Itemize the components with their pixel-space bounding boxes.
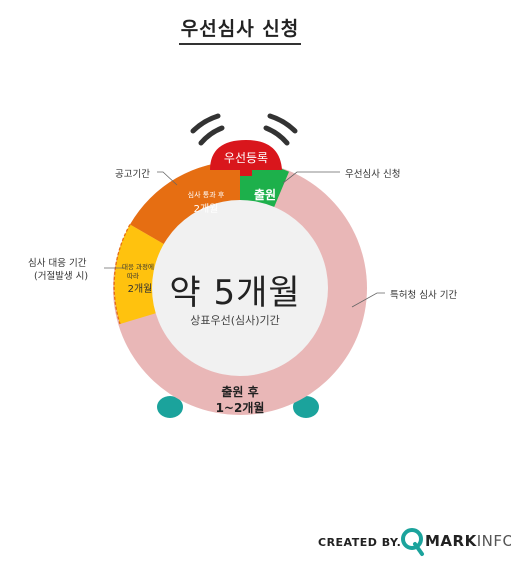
after-filing-label-1: 출원 후	[221, 385, 259, 399]
after-filing-label-2: 1~2개월	[215, 401, 265, 415]
markinfo-logo-icon	[401, 528, 424, 556]
callout-line-publication	[157, 171, 178, 186]
created-by-label: CREATED BY.	[318, 536, 402, 549]
center-caption: 상표우선(심사)기간	[190, 314, 280, 327]
response-segment-label-1: 대응 과정에	[122, 263, 154, 271]
center-duration: 약 5개월	[169, 273, 301, 313]
red-bell-stem	[240, 168, 252, 176]
bell-waves-left	[190, 113, 225, 146]
bell-label: 우선등록	[223, 151, 269, 165]
red-bell	[210, 140, 282, 170]
publication-segment-label-1: 심사 통과 후	[187, 191, 225, 199]
clock-right-foot	[293, 396, 319, 418]
markinfo-logo-text: MARKINFO	[425, 532, 511, 550]
clock-left-foot	[157, 396, 183, 418]
callout-publication-period: 공고기간	[115, 169, 150, 180]
yellow-segment-outline	[113, 224, 131, 325]
response-segment-label-3: 2개월	[127, 284, 153, 295]
bell-waves-right	[263, 113, 298, 146]
callout-response-period-2: (거절발생 시)	[34, 271, 89, 282]
callout-response-period-1: 심사 대응 기간	[28, 258, 87, 269]
page-title: 우선심사 신청	[0, 14, 480, 45]
callout-line-priority	[282, 171, 340, 184]
callout-priority-request: 우선심사 신청	[345, 169, 401, 180]
publication-segment-label-2: 2개월	[193, 204, 219, 215]
callout-line-kipo	[351, 292, 385, 308]
response-segment-label-2: 따라	[127, 272, 139, 280]
callout-kipo-period: 특허청 심사 기간	[390, 290, 458, 301]
filing-segment-label: 출원	[253, 188, 277, 202]
clock-face	[152, 200, 328, 376]
